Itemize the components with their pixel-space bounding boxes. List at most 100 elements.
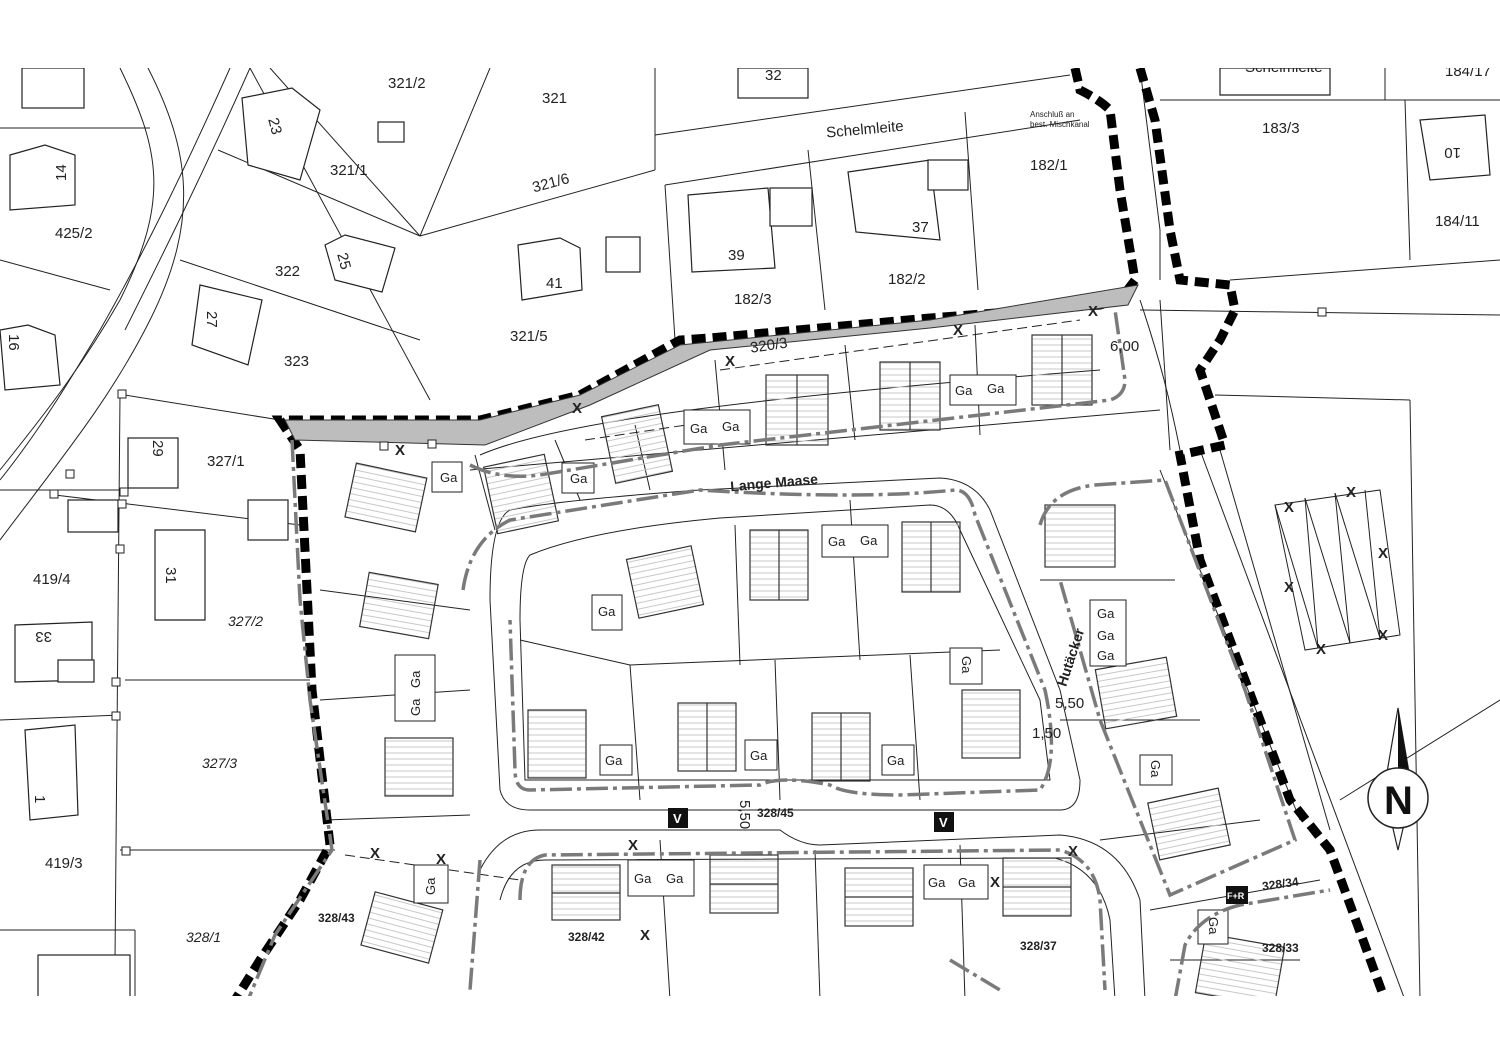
garage-label: Ga bbox=[408, 670, 423, 688]
x-mark: X bbox=[1316, 641, 1326, 658]
markers: V V F+R bbox=[668, 808, 1248, 904]
parcel-label: 320/3 bbox=[749, 335, 789, 357]
garage-label: Ga bbox=[1148, 760, 1163, 778]
x-mark: X bbox=[395, 442, 405, 459]
parcel-label: 328/43 bbox=[318, 911, 355, 925]
parcel-label: 182/2 bbox=[888, 271, 926, 288]
garage-label: Ga bbox=[634, 871, 652, 886]
garage-label: Ga bbox=[958, 875, 976, 890]
x-mark: X bbox=[1284, 499, 1294, 516]
street-labels: Schelmleite Schelmleite Lange Maase Hutä… bbox=[730, 59, 1323, 688]
parcel-label: 323 bbox=[284, 353, 309, 370]
planned-house bbox=[1194, 932, 1286, 996]
garage-label: Ga bbox=[605, 753, 623, 768]
street-name-schelmleite: Schelmleite bbox=[826, 118, 905, 142]
x-mark: X bbox=[1378, 627, 1388, 644]
garage-label: Ga bbox=[598, 604, 616, 619]
x-mark: X bbox=[370, 845, 380, 862]
annotation-anschluss-2: best. Mischkanal bbox=[1030, 120, 1090, 129]
parcel-label: 39 bbox=[728, 247, 745, 264]
annotations: Anschluß an best. Mischkanal 6,00 5,50 1… bbox=[736, 110, 1139, 829]
parcel-label: 321/6 bbox=[531, 170, 572, 196]
planned-houses bbox=[344, 334, 1286, 996]
marker-fr-box bbox=[1226, 886, 1248, 904]
north-arrow-icon: N bbox=[1367, 707, 1429, 851]
planned-house bbox=[527, 709, 587, 779]
planned-house bbox=[600, 404, 674, 484]
green-area-hatch bbox=[1274, 489, 1401, 651]
parcel-label: 25 bbox=[333, 251, 354, 272]
parcel-label: 322 bbox=[275, 263, 300, 280]
parcel-label: 327/1 bbox=[207, 453, 245, 470]
parcel-label: 10 bbox=[1444, 144, 1461, 161]
parcel-label: 29 bbox=[149, 440, 166, 457]
marker-v-box bbox=[934, 812, 954, 832]
garage-label: Ga bbox=[887, 753, 905, 768]
width-label-600: 6,00 bbox=[1110, 338, 1139, 355]
width-label-550-a: 5,50 bbox=[1055, 695, 1084, 712]
planned-house bbox=[384, 737, 454, 797]
parcel-label: 327/3 bbox=[202, 755, 237, 771]
width-label-550-b: 5,50 bbox=[736, 800, 753, 829]
planned-house bbox=[1044, 504, 1116, 568]
x-mark: X bbox=[1346, 484, 1356, 501]
garage-label: Ga bbox=[1206, 917, 1221, 935]
garage-labels: Ga Ga Ga Ga Ga Ga Ga Ga Ga Ga Ga Ga Ga G… bbox=[408, 381, 1221, 935]
garage-label: Ga bbox=[860, 533, 878, 548]
parcel-label: 31 bbox=[162, 567, 179, 584]
parcel-320-3-strip bbox=[284, 284, 1139, 446]
garage-label: Ga bbox=[750, 748, 768, 763]
garage-label: Ga bbox=[666, 871, 684, 886]
planned-house bbox=[625, 545, 705, 619]
parcel-label: 328/34 bbox=[1261, 874, 1300, 893]
parcel-label: 321/2 bbox=[388, 75, 426, 92]
parcel-label: 321 bbox=[542, 90, 567, 107]
survey-markers bbox=[49, 307, 1327, 856]
parcel-label: 419/4 bbox=[33, 571, 71, 588]
planned-house bbox=[344, 462, 428, 533]
marker-fr-label: F+R bbox=[1227, 891, 1245, 901]
x-mark: X bbox=[725, 353, 735, 370]
parcel-label: 419/3 bbox=[45, 855, 83, 872]
parcel-label: 328/33 bbox=[1262, 941, 1299, 955]
garage-label: Ga bbox=[423, 877, 438, 895]
garage-label: Ga bbox=[959, 656, 974, 674]
garage-label: Ga bbox=[955, 383, 973, 398]
parcel-label: 182/3 bbox=[734, 291, 772, 308]
x-marks: X X X X X X X X X X X X X X X X X bbox=[370, 303, 1388, 944]
marker-v-box bbox=[668, 808, 688, 828]
garages bbox=[394, 374, 1229, 945]
parcel-label: 328/42 bbox=[568, 930, 605, 944]
parcel-label: 183/3 bbox=[1262, 120, 1300, 137]
x-mark: X bbox=[436, 851, 446, 868]
x-mark: X bbox=[1378, 545, 1388, 562]
parcel-label: 33 bbox=[35, 628, 52, 645]
planned-house bbox=[358, 571, 439, 640]
marker-v-label: V bbox=[673, 811, 682, 826]
parcel-label: 1 bbox=[31, 795, 48, 803]
garage-label: Ga bbox=[440, 470, 458, 485]
building-boundaries bbox=[247, 309, 1331, 996]
parcel-label: 37 bbox=[912, 219, 929, 236]
x-mark: X bbox=[572, 400, 582, 417]
x-mark: X bbox=[1088, 303, 1098, 320]
parcel-label: 16 bbox=[5, 334, 22, 351]
width-label-150: 1,50 bbox=[1032, 725, 1061, 742]
parcel-label: 321/5 bbox=[510, 328, 548, 345]
garage-label: Ga bbox=[1097, 606, 1115, 621]
street-name-schelmleite-top: Schelmleite bbox=[1245, 59, 1323, 76]
parcel-label: 184/17 bbox=[1445, 63, 1491, 80]
planned-house bbox=[1094, 656, 1178, 730]
street-name-lange-maase: Lange Maase bbox=[730, 471, 819, 495]
x-mark: X bbox=[1068, 843, 1078, 860]
parcel-label: 328/37 bbox=[1020, 939, 1057, 953]
garage-label: Ga bbox=[570, 471, 588, 486]
x-mark: X bbox=[953, 322, 963, 339]
garage-label: Ga bbox=[987, 381, 1005, 396]
parcel-label: 184/11 bbox=[1435, 213, 1480, 230]
existing-buildings bbox=[0, 68, 1491, 996]
planned-house bbox=[961, 689, 1021, 759]
x-mark: X bbox=[628, 837, 638, 854]
parcel-label: 23 bbox=[264, 116, 285, 137]
